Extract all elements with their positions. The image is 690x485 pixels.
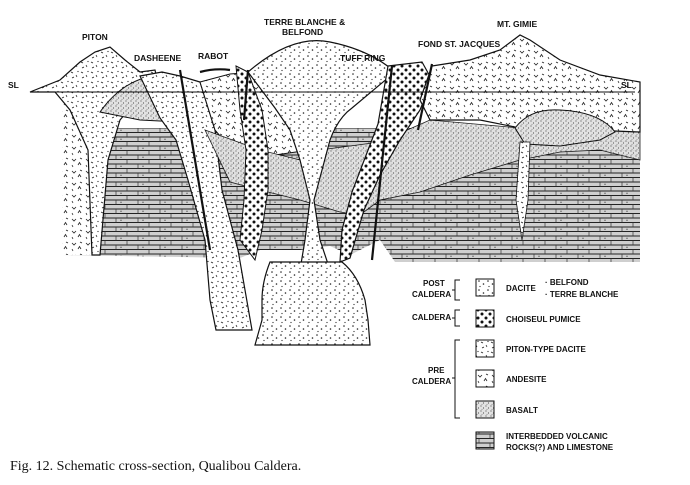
- legend-group-pre-caldera-1: PRE: [428, 366, 445, 375]
- legend-group-pre-caldera-2: CALDERA: [412, 377, 451, 386]
- legend: POST CALDERA CALDERA PRE CALDERA DACITE …: [412, 278, 619, 452]
- legend-group-post-caldera-2: CALDERA: [412, 290, 451, 299]
- legend-text-andesite: ANDESITE: [506, 375, 547, 384]
- legend-swatch-piton-type-dacite: [475, 339, 495, 358]
- place-labels: PITON DASHEENE RABOT TERRE BLANCHE & BEL…: [8, 17, 632, 90]
- legend-swatch-basalt: [475, 400, 495, 419]
- legend-swatch-interbedded: [475, 431, 495, 450]
- legend-bracket-post: [452, 279, 460, 301]
- label-fond-st-jacques: FOND ST. JACQUES: [418, 39, 501, 49]
- legend-group-caldera: CALDERA: [412, 313, 451, 322]
- label-mt-gimie: MT. GIMIE: [497, 19, 537, 29]
- label-tuff-ring: TUFF RING: [340, 53, 386, 63]
- deep-dacite-body: [254, 261, 371, 346]
- legend-bracket-pre: [452, 339, 460, 419]
- legend-text-piton-type-dacite: PITON-TYPE DACITE: [506, 345, 587, 354]
- gimie-basalt-dome: [514, 109, 616, 147]
- label-sl-right: SL: [621, 80, 632, 90]
- legend-text-interbedded-1: INTERBEDDED VOLCANIC: [506, 432, 608, 441]
- gimie-andesite-mass: [419, 34, 641, 133]
- figure-caption: Fig. 12. Schematic cross-section, Qualib…: [10, 459, 302, 474]
- gimie-feeder: [515, 141, 531, 241]
- label-sl-left: SL: [8, 80, 19, 90]
- legend-group-post-caldera-1: POST: [423, 279, 445, 288]
- cross-section: [29, 34, 641, 346]
- caldera-faults: [178, 63, 434, 261]
- legend-text-interbedded-2: ROCKS(?) AND LIMESTONE: [506, 443, 614, 452]
- legend-swatch-dacite: [475, 278, 495, 297]
- label-belfond: BELFOND: [282, 27, 323, 37]
- legend-text-choiseul-pumice: CHOISEUL PUMICE: [506, 315, 581, 324]
- label-piton: PITON: [82, 32, 108, 42]
- legend-swatch-choiseul-pumice: [475, 309, 495, 328]
- legend-text-terre-blanche: · TERRE BLANCHE: [545, 290, 619, 299]
- legend-text-dacite: DACITE: [506, 284, 536, 293]
- legend-swatch-andesite: [475, 369, 495, 388]
- legend-bracket-caldera: [452, 309, 460, 327]
- label-dasheene: DASHEENE: [134, 53, 182, 63]
- legend-text-basalt: BASALT: [506, 406, 538, 415]
- legend-text-belfond: · BELFOND: [545, 278, 589, 287]
- label-terre-blanche: TERRE BLANCHE &: [264, 17, 345, 27]
- label-rabot: RABOT: [198, 51, 229, 61]
- dasheene-dacite-plug: [139, 71, 253, 331]
